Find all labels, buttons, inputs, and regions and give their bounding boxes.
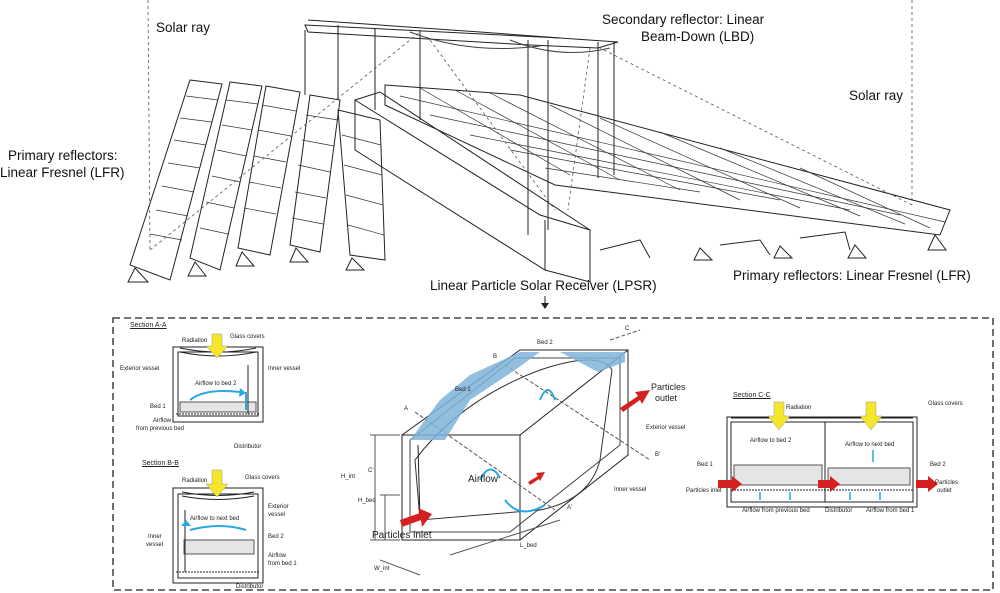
secondary-reflector-tower [304,19,619,235]
section-cc-bed2: Bed 2 [930,462,946,468]
section-cc-airflow-bed1: Airflow from bed 1 [866,508,915,514]
section-bb-title: Section B-B [142,460,179,467]
receiver-label: Linear Particle Solar Receiver (LPSR) [430,278,657,293]
iso-dim-h-bed: H_bed [358,498,376,504]
receiver-block [354,91,591,283]
radiation-arrow-bb [205,469,229,498]
iso-dim-h-int: H_int [341,474,356,480]
section-bb-airflow-from-2: from bed 1 [268,561,297,567]
airflow-arrow-bb [189,525,247,531]
section-cc-title: Section C-C [733,392,771,399]
section-aa-glass-covers: Glass covers [230,334,265,340]
iso-particles-outlet-2: outlet [655,393,678,403]
iso-mark-c: C [625,326,630,332]
primary-reflectors-right-label: Primary reflectors: Linear Fresnel (LFR) [733,268,971,283]
section-bb-radiation: Radiation [182,478,208,484]
section-bb-drawing [172,487,264,584]
section-bb-exterior-1: Exterior [268,504,289,510]
iso-dim-l: L_bed [520,543,537,549]
section-bb-bed: Bed 2 [268,534,284,540]
solar-ray-label-right: Solar ray [849,88,904,103]
section-cc-particles-outlet-1: Particles [935,480,959,486]
section-bb-distributor: Distributor [236,584,264,590]
particles-inlet-arrow [400,508,432,527]
particles-outlet-arrow [620,390,650,412]
airflow-arrow-aa [189,390,241,401]
section-bb-airflow-from-1: Airflow [268,553,287,559]
iso-mark-a2: A' [567,505,573,511]
section-cc-bed1: Bed 1 [697,462,713,468]
iso-mark-b2: B' [655,452,661,458]
iso-particles-inlet: Particles inlet [372,530,432,541]
section-cc-particles-inlet: Particles inlet [686,488,722,494]
solar-ray-lines [147,0,913,251]
section-cc-glass-covers: Glass covers [928,401,963,407]
iso-airflow: Airflow [468,474,499,485]
iso-bed1: Bed 1 [455,387,471,393]
iso-bed2: Bed 2 [537,340,553,346]
section-bb-glass-covers: Glass covers [245,475,280,481]
iso-exterior-vessel: Exterior vessel [646,425,686,431]
iso-mark-a: A [404,406,409,412]
iso-inner-vessel: Inner vessel [614,487,647,493]
section-bb-airflow: Airflow to next bed [190,516,240,522]
section-aa-title: Section A-A [130,322,167,329]
inner-wall-left [410,352,540,440]
secondary-reflector-label-line1: Secondary reflector: Linear [602,12,765,27]
section-aa-airflow-from-1: Airflow [153,418,172,424]
section-aa-inner-vessel: Inner vessel [268,366,301,372]
iso-mark-c2: C' [368,468,374,474]
section-bb-exterior-2: vessel [268,512,286,518]
section-cc-distributor: Distributor [825,508,853,514]
primary-reflectors-left-label-line1: Primary reflectors: [8,148,118,163]
inner-wall-right [560,352,625,372]
primary-reflectors-right [384,84,951,261]
section-aa-radiation: Radiation [182,338,208,344]
primary-reflectors-left-label-line2: Linear Fresnel (LFR) [0,165,125,180]
iso-dim-w: W_int [374,566,390,572]
section-cc-airflow-next: Airflow to next bed [845,442,895,448]
section-bb-inner-2: vessel [146,542,164,548]
radiation-arrow-aa [205,333,229,359]
secondary-reflector-label-line2: Beam-Down (LBD) [641,29,755,44]
section-aa-bed: Bed 1 [150,404,166,410]
section-cc-particles-outlet-2: outlet [937,488,952,494]
section-cc-airflow-prev: Airflow from previous bed [742,508,810,514]
section-bb-inner-1: Inner [148,534,162,540]
section-cc-radiation: Radiation [786,405,812,411]
iso-mark-b: B [493,354,498,360]
detail-frame [112,317,994,591]
cc-airflow-arrows [759,450,881,500]
solar-field-illustration [127,0,951,309]
radiation-arrow-cc-2 [859,401,883,431]
section-aa-airflow-from-2: from previous bed [136,426,185,432]
iso-particles-outlet-1: Particles [651,382,686,392]
section-aa-exterior-vessel: Exterior vessel [120,366,160,372]
section-aa-distributor: Distributor [234,444,262,450]
section-cc-drawing [726,416,918,508]
primary-reflectors-left [127,79,386,283]
radiation-arrow-cc-1 [767,401,791,431]
solar-ray-label-left: Solar ray [156,20,211,35]
section-aa-airflow: Airflow to bed 2 [195,381,237,387]
section-cc-airflow-bed2: Airflow to bed 2 [750,438,792,444]
